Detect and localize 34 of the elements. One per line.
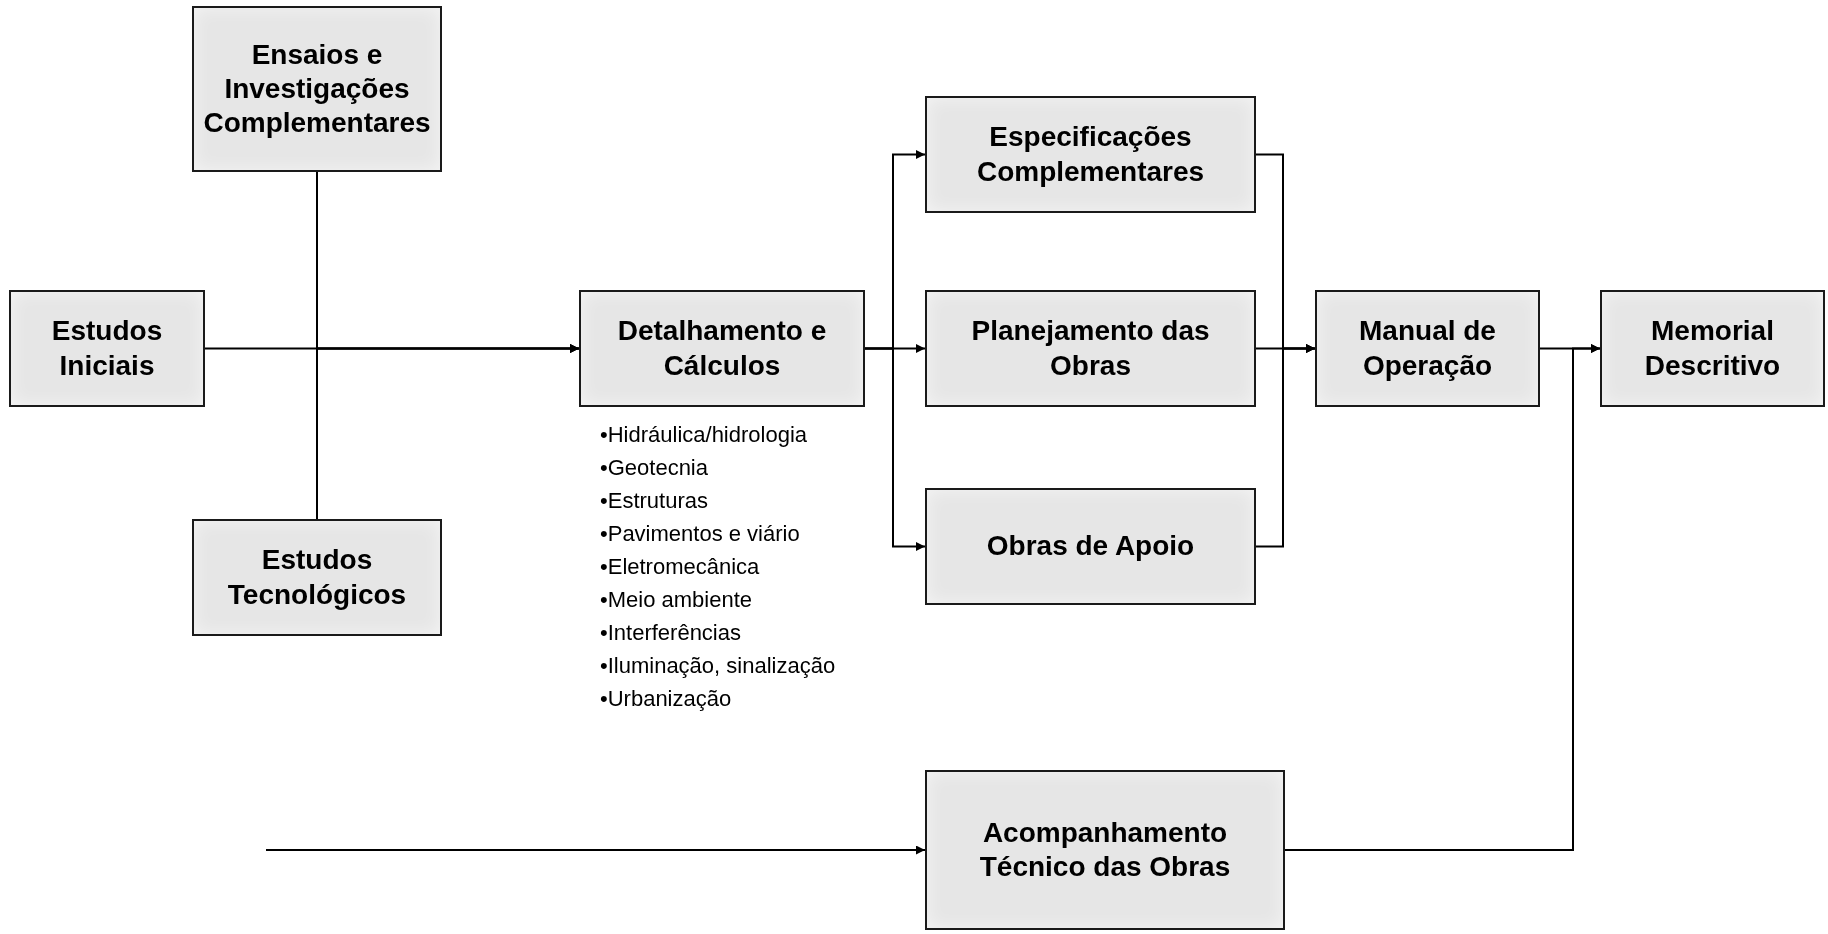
connector-arrow bbox=[316, 344, 580, 520]
bullet-item: •Interferências bbox=[600, 619, 742, 647]
connector-arrow bbox=[1284, 344, 1601, 851]
box-title: Estudos Tecnológicos bbox=[226, 543, 408, 612]
connector-arrow bbox=[864, 347, 926, 551]
bullet-item: •Eletromecânica bbox=[600, 553, 761, 581]
bullet-item: •Geotecnia bbox=[600, 454, 709, 482]
process-box bbox=[192, 519, 442, 636]
process-box bbox=[925, 770, 1285, 930]
connector-arrow bbox=[265, 845, 926, 855]
bullet-item: •Iluminação, sinalização bbox=[600, 652, 836, 680]
box-title: Manual de Operação bbox=[1358, 314, 1497, 383]
box-title: Estudos Iniciais bbox=[50, 314, 164, 383]
process-box bbox=[1600, 290, 1825, 407]
box-title: Planejamento das Obras bbox=[970, 314, 1211, 383]
box-title: Ensaios e Investigações Complementares bbox=[202, 37, 432, 141]
process-box bbox=[9, 290, 205, 407]
process-box bbox=[925, 96, 1256, 213]
bullet-item: •Estruturas bbox=[600, 487, 709, 515]
bullet-item: •Pavimentos e viário bbox=[600, 520, 801, 548]
box-title: Obras de Apoio bbox=[986, 529, 1195, 564]
process-box bbox=[192, 6, 442, 172]
process-box bbox=[579, 290, 865, 407]
box-title: Memorial Descritivo bbox=[1643, 314, 1782, 383]
process-box bbox=[925, 488, 1256, 605]
box-title: Especificações Complementares bbox=[975, 120, 1206, 189]
connector-arrow bbox=[1255, 344, 1316, 548]
process-box bbox=[1315, 290, 1540, 407]
bullet-item: •Meio ambiente bbox=[600, 586, 753, 614]
box-title: Detalhamento e Cálculos bbox=[616, 314, 828, 383]
box-title: Acompanhamento Técnico das Obras bbox=[978, 815, 1232, 884]
process-box bbox=[925, 290, 1256, 407]
bullet-item: •Urbanização bbox=[600, 685, 733, 713]
bullet-item: •Hidráulica/hidrologia bbox=[600, 421, 809, 449]
